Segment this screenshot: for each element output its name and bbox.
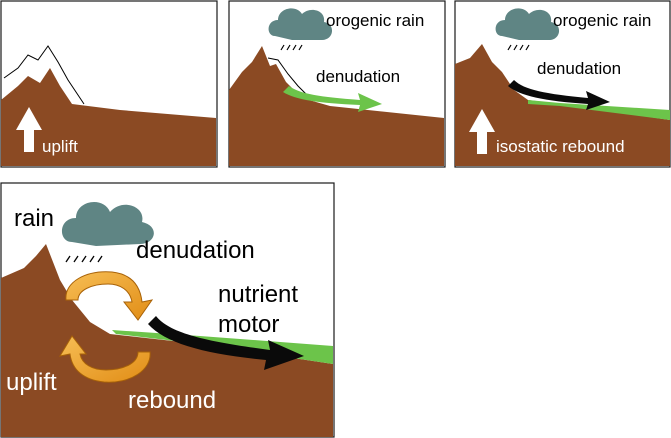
lower-cycle-arrow-icon	[58, 335, 151, 383]
former-slope-outline	[267, 57, 309, 97]
former-peak-outline	[3, 45, 85, 105]
panel-isostatic-rebound: orogenic rain denudation isostatic rebou…	[454, 0, 671, 168]
panel-nutrient-motor: rain denudation nutrient motor uplift re…	[0, 182, 335, 438]
land-mass	[1, 68, 216, 166]
orogenic-rain-label: orogenic rain	[553, 11, 651, 30]
denudation-label: denudation	[316, 67, 400, 86]
rain-cloud-icon	[61, 201, 154, 263]
feedback-cycle-icon	[58, 271, 154, 383]
denudation-label: denudation	[136, 237, 255, 264]
uplift-arrow-icon	[16, 107, 42, 152]
uplift-label: uplift	[42, 137, 78, 156]
denudation-arrow-icon	[283, 86, 382, 112]
nutrient-arrow-icon	[148, 316, 304, 370]
land-mass	[229, 46, 444, 166]
upper-cycle-arrow-icon	[65, 271, 154, 321]
uplift-label: uplift	[6, 369, 57, 396]
denudation-label: denudation	[537, 59, 621, 78]
rebound-arrow-icon	[469, 109, 495, 154]
rain-cloud-icon	[268, 8, 333, 51]
orogenic-rain-label: orogenic rain	[326, 11, 424, 30]
rebound-label: rebound	[128, 387, 216, 414]
panel-uplift: uplift	[0, 0, 218, 168]
rain-cloud-icon	[495, 8, 560, 51]
nutrient-label: nutrient	[218, 281, 298, 308]
land-mass	[1, 244, 333, 437]
denudation-arrow-icon	[508, 80, 610, 110]
isostatic-rebound-label: isostatic rebound	[496, 137, 625, 156]
sediment-layer	[528, 100, 670, 120]
panel-denudation: orogenic rain denudation	[228, 0, 446, 168]
rain-label: rain	[14, 205, 54, 232]
motor-label: motor	[218, 311, 279, 338]
